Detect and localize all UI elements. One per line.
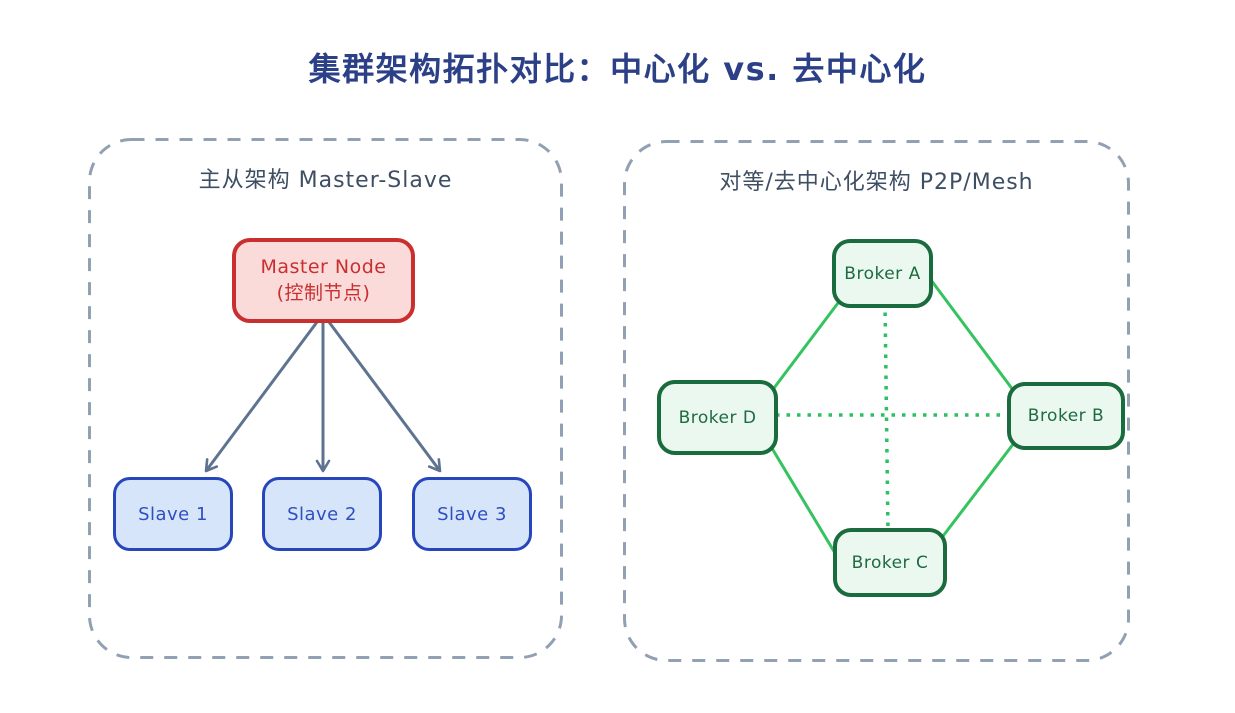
node-slave-1-label: Slave 1 — [138, 503, 208, 525]
link-brokerA-brokerC-dotted — [883, 301, 890, 533]
arrow-master-to-slave-3 — [324, 317, 442, 473]
arrow-master-to-slave-1 — [204, 317, 322, 473]
node-broker-a-label: Broker A — [844, 263, 921, 284]
panel-p2p-mesh-frame — [623, 140, 1130, 662]
link-brokerA-brokerB — [929, 279, 1018, 395]
node-broker-d: Broker D — [657, 380, 778, 455]
node-slave-1: Slave 1 — [113, 477, 233, 551]
node-master-label-line2: (控制节点) — [276, 281, 371, 304]
node-slave-3-label: Slave 3 — [437, 503, 507, 525]
node-broker-c-label: Broker C — [851, 552, 929, 573]
node-broker-c: Broker C — [833, 528, 947, 597]
panel-master-slave-title: 主从架构 Master-Slave — [198, 168, 453, 193]
link-brokerB-brokerC — [938, 442, 1016, 541]
diagram-title: 集群架构拓扑对比：中心化 vs. 去中心化 — [308, 50, 927, 88]
node-broker-b-label: Broker B — [1027, 406, 1105, 426]
node-broker-a: Broker A — [832, 239, 933, 308]
link-brokerD-brokerC — [768, 444, 840, 559]
node-master-label-line1: Master Node — [260, 255, 387, 278]
panel-master-slave-frame — [88, 138, 563, 659]
node-slave-2-label: Slave 2 — [287, 503, 357, 525]
node-master: Master Node (控制节点) — [232, 238, 415, 323]
node-broker-d-label: Broker D — [678, 407, 757, 428]
node-slave-2: Slave 2 — [262, 477, 382, 551]
panel-p2p-mesh-title: 对等/去中心化架构 P2P/Mesh — [719, 170, 1034, 195]
node-slave-3: Slave 3 — [412, 477, 532, 551]
link-brokerA-brokerD — [763, 302, 840, 401]
node-broker-b: Broker B — [1007, 382, 1125, 450]
